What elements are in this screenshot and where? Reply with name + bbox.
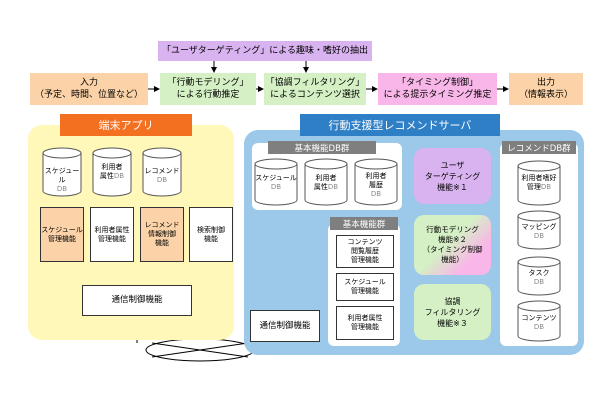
behavior-modeling-engine: 行動モデリング 機能※２ （タイミング制御 機能） [414,215,491,275]
task-db-sub: DB [533,278,545,286]
user-targeting-engine: ユーザ ターゲティング 機能※１ [414,148,491,204]
server-title-label: 行動支援型レコメンドサーバ [328,119,472,132]
behavior-modeling-label: 「行動モデリング」 による行動推定 [167,78,249,100]
server-title: 行動支援型レコメンドサーバ [300,114,500,136]
terminal-search-control-func-label: 検索制御 機能 [197,225,225,243]
user-targeting-engine-label: ユーザ ターゲティング 機能※１ [424,160,481,192]
terminal-user-attr-db: 利用者 属性DB [92,147,132,197]
collaborative-filtering-engine: 協調 フィルタリング 機能※３ [414,284,491,340]
input-label: 入力 （予定、時間、位置など） [34,78,143,100]
terminal-schedule-db-sub: DB [56,185,68,193]
collaborative-filtering-engine-label: 協調 フィルタリング 機能※３ [424,296,481,328]
terminal-user-attr-func: 利用者属性 管理機能 [90,207,134,262]
server-schedule-db-sub: DB [270,183,282,191]
basic-db-group-title-label: 基本機能DB群 [294,143,350,154]
server-schedule-func: スケジュール 管理機能 [336,273,394,301]
terminal-schedule-func-label: スケジュール 管理機能 [41,225,83,243]
terminal-search-control-func: 検索制御 機能 [189,207,233,262]
terminal-app-title-label: 端末アプリ [98,119,154,132]
server-user-attr-func-label: 利用者属性 管理機能 [347,314,383,331]
server-schedule-func-label: スケジュール 管理機能 [344,278,386,295]
server-comm-control: 通信制御機能 [250,310,320,342]
terminal-schedule-db-name: スケジュール [44,167,80,184]
task-db-name: タスク [528,269,550,277]
terminal-schedule-func: スケジュール 管理機能 [40,207,84,262]
behavior-modeling-box: 「行動モデリング」 による行動推定 [160,73,256,105]
terminal-user-attr-func-label: 利用者属性 管理機能 [94,225,130,243]
recommend-db-group-title: レコメンドDB群 [502,141,576,154]
server-user-history-db-name: 利用者 履歴 [365,172,387,189]
server-user-attr-func: 利用者属性 管理機能 [336,306,394,340]
terminal-recommend-info-func: レコメンド 情報制御 機能 [140,207,184,262]
content-db-name: コンテンツ [521,314,557,322]
user-targeting-extraction: 「ユーザターゲティング」による趣味・嗜好の抽出 [158,41,372,61]
terminal-comm-control-label: 通信制御機能 [111,295,163,305]
server-comm-control-label: 通信制御機能 [259,320,311,331]
content-history-func: コンテンツ 閲覧履歴 管理機能 [336,235,394,268]
terminal-app-title: 端末アプリ [60,114,192,136]
collaborative-filtering-box: 「協調フィルタリング」 によるコンテンツ選択 [264,73,366,105]
mapping-db-sub: DB [533,232,545,240]
basic-func-group-title-label: 基本機能群 [342,219,386,230]
server-user-attr-db-sub: DB [327,183,339,191]
timing-control-label: 「タイミング制御」 による提示タイミング推定 [383,78,492,100]
basic-db-group-title: 基本機能DB群 [268,141,376,154]
behavior-modeling-engine-label: 行動モデリング 機能※２ （タイミング制御 機能） [422,225,483,264]
terminal-recommend-db-name: レコメンド [144,167,180,175]
terminal-recommend-info-func-label: レコメンド 情報制御 機能 [144,221,180,247]
terminal-user-attr-db-name: 利用者 属性 [99,163,123,180]
user-preference-db: 利用者嗜好 管理DB [517,160,561,206]
collaborative-filtering-label: 「協調フィルタリング」 によるコンテンツ選択 [265,78,365,100]
user-targeting-extraction-label: 「ユーザターゲティング」による趣味・嗜好の抽出 [161,46,368,56]
user-preference-db-name: 利用者嗜好 管理 [521,174,557,191]
server-user-attr-db: 利用者 属性DB [304,158,348,206]
terminal-user-attr-db-sub: DB [113,172,125,180]
output-label: 出力 （情報表示） [518,78,573,100]
terminal-comm-control: 通信制御機能 [82,285,192,316]
server-schedule-db: スケジュールDB [254,158,298,206]
server-schedule-db-name: スケジュール [255,174,297,182]
mapping-db-name: マッピング [521,223,557,231]
output-box: 出力 （情報表示） [509,73,583,105]
user-preference-db-sub: DB [540,183,552,191]
content-db-sub: DB [533,323,545,331]
timing-control-box: 「タイミング制御」 による提示タイミング推定 [378,73,497,105]
content-history-func-label: コンテンツ 閲覧履歴 管理機能 [347,238,383,264]
server-user-attr-db-name: 利用者 属性 [313,174,337,191]
recommend-db-group-title-label: レコメンドDB群 [507,143,571,154]
basic-func-group-title: 基本機能群 [330,217,398,230]
terminal-recommend-db-sub: DB [156,176,168,184]
input-box: 入力 （予定、時間、位置など） [30,73,148,105]
server-user-history-db-sub: DB [370,190,382,198]
